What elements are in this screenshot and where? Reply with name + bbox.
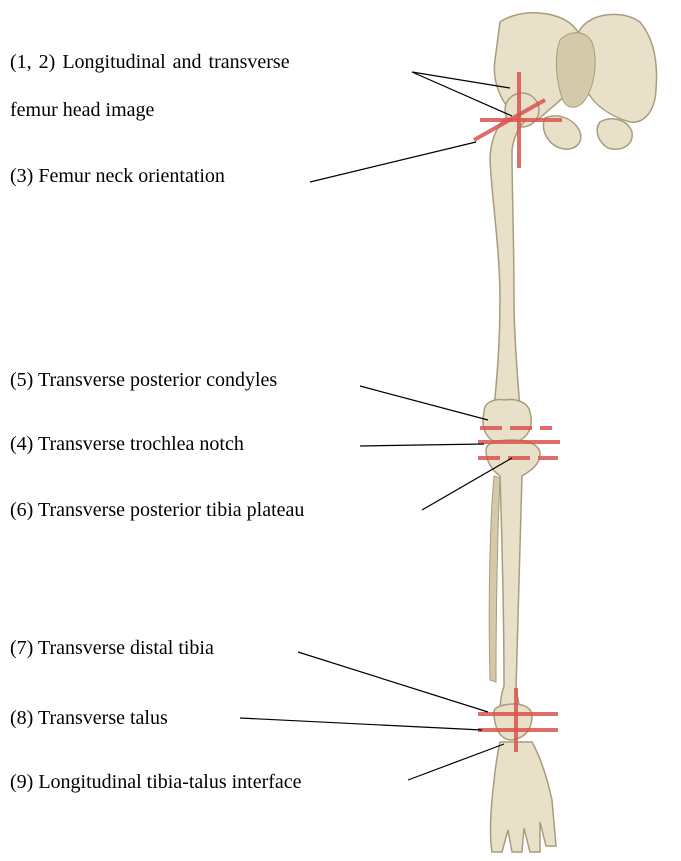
label-talus: (8) Transverse talus bbox=[10, 706, 168, 730]
femur bbox=[483, 93, 539, 444]
leader-lines bbox=[240, 72, 512, 780]
label-femur-head-cont: femur head image bbox=[10, 98, 154, 122]
leader-distal-tibia bbox=[298, 652, 488, 712]
label-femur-neck: (3) Femur neck orientation bbox=[10, 164, 225, 188]
label-posterior-condyles: (5) Transverse posterior condyles bbox=[10, 368, 277, 392]
leader-trochlea-notch bbox=[360, 444, 484, 446]
tibia-fibula bbox=[486, 440, 540, 712]
label-femur-head: (1, 2) Longitudinal and transverse bbox=[10, 50, 290, 74]
leader-talus bbox=[240, 718, 482, 730]
label-tibia-plateau: (6) Transverse posterior tibia plateau bbox=[10, 498, 304, 522]
label-tibia-talus-interface: (9) Longitudinal tibia-talus interface bbox=[10, 770, 302, 794]
foot bbox=[491, 704, 557, 852]
leader-tibia-talus bbox=[408, 744, 504, 780]
leader-femur-neck bbox=[310, 142, 476, 182]
label-trochlea-notch: (4) Transverse trochlea notch bbox=[10, 432, 244, 456]
leader-posterior-condyles bbox=[360, 386, 488, 420]
label-distal-tibia: (7) Transverse distal tibia bbox=[10, 636, 214, 660]
